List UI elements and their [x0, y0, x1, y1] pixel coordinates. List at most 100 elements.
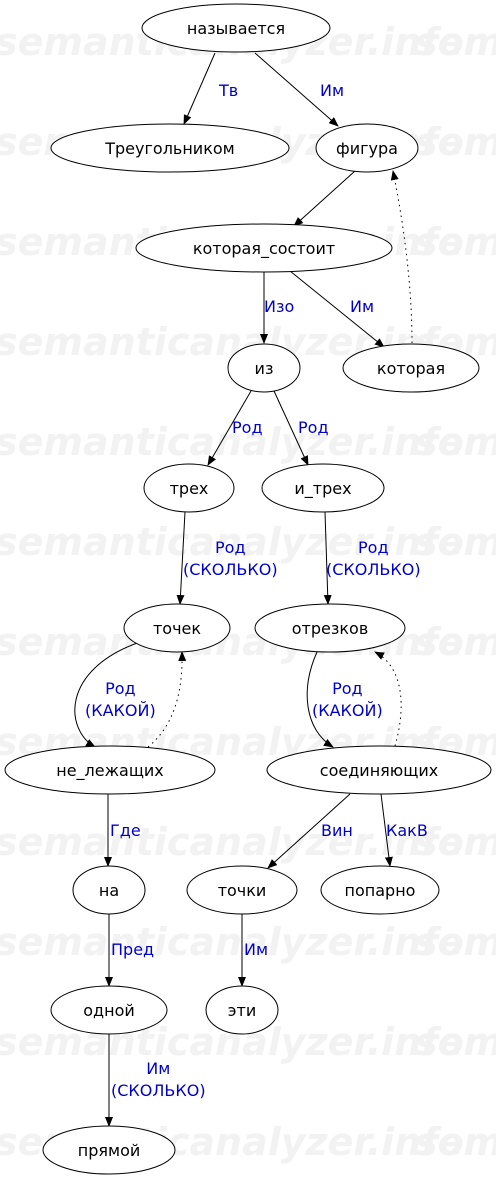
watermark-text: semanticanalyzer.info	[415, 520, 496, 564]
edge-n10-n12: Род(КАКОЙ)	[306, 651, 383, 748]
node-n6: которая	[342, 343, 480, 393]
node-ellipse	[261, 463, 385, 513]
edge-n3-n4	[293, 170, 356, 227]
node-n3: фигура	[315, 123, 419, 173]
dotted-arrow	[147, 651, 187, 748]
solid-arrow	[289, 270, 385, 348]
node-ellipse	[227, 343, 301, 393]
watermark-text: semanticanalyzer.info	[415, 220, 496, 264]
solid-arrow	[74, 641, 141, 748]
node-label: из	[255, 359, 274, 378]
node-ellipse	[342, 343, 480, 393]
edge-n9-n11: Род(КАКОЙ)	[74, 641, 156, 748]
node-label: соединяющих	[320, 761, 438, 780]
node-ellipse	[50, 123, 290, 173]
dotted-arrow	[374, 651, 402, 747]
edge-label: Им	[244, 940, 268, 959]
node-label: точек	[153, 619, 201, 638]
node-n4: которая_состоит	[135, 223, 393, 273]
node-ellipse	[266, 745, 492, 795]
edge-n5-n7: Род	[207, 390, 263, 466]
node-ellipse	[320, 865, 440, 915]
node-n8: и_трех	[261, 463, 385, 513]
solid-arrow	[273, 390, 309, 466]
node-label: называется	[187, 19, 285, 38]
watermark-text: semanticanalyzer.info	[415, 20, 496, 64]
node-label: попарно	[345, 881, 416, 900]
solid-arrow	[176, 511, 186, 605]
edge-n4-n5: Изо	[260, 272, 294, 344]
edge-label: Тв	[218, 81, 238, 100]
edge-n1-n2: Тв	[183, 52, 238, 125]
node-ellipse	[315, 123, 419, 173]
edge-n6-n3	[390, 170, 413, 344]
node-label: не_лежащих	[56, 761, 164, 781]
node-label: Треугольником	[104, 139, 234, 158]
watermark-text: semanticanalyzer.info	[415, 820, 496, 864]
node-label: отрезков	[292, 619, 369, 638]
edge-label: Род(КАКОЙ)	[85, 679, 156, 720]
watermark-text: semanticanalyzer.info	[415, 1020, 496, 1064]
watermark-text: semanticanalyzer.info	[415, 1120, 496, 1164]
watermark-text: semanticanalyzer.info	[0, 420, 464, 464]
watermark-text: semanticanalyzer.info	[0, 920, 464, 964]
node-n18: прямой	[42, 1125, 176, 1175]
edge-n13-n16: Пред	[105, 914, 154, 987]
dotted-arrow	[390, 170, 413, 344]
node-n1: называется	[141, 3, 331, 53]
node-label: эти	[228, 1001, 257, 1020]
edge-n12-n10	[374, 651, 402, 747]
edge-n11-n13: Где	[104, 794, 141, 867]
edge-label: Им	[350, 297, 374, 316]
watermark-text: semanticanalyzer.info	[415, 620, 496, 664]
solid-arrow	[306, 651, 334, 748]
node-label: которая_состоит	[193, 239, 335, 259]
solid-arrow	[207, 390, 252, 466]
node-n5: из	[227, 343, 301, 393]
node-ellipse	[186, 865, 298, 915]
node-ellipse	[135, 223, 393, 273]
solid-arrow	[293, 170, 356, 227]
node-label: фигура	[336, 139, 398, 158]
edge-n4-n6: Им	[289, 270, 385, 348]
solid-arrow	[380, 793, 393, 867]
node-label: прямой	[78, 1141, 141, 1160]
edge-label: Где	[110, 821, 141, 840]
node-n12: соединяющих	[266, 745, 492, 795]
solid-arrow	[267, 793, 351, 869]
edge-label: Род	[232, 418, 263, 437]
edge-label: Изо	[264, 297, 294, 316]
edge-label: Род(КАКОЙ)	[312, 679, 383, 720]
node-n10: отрезков	[254, 603, 406, 653]
edge-label: Род(СКОЛЬКО)	[183, 538, 278, 579]
node-n14: точки	[186, 865, 298, 915]
node-label: которая	[377, 359, 445, 378]
watermark-text: semanticanalyzer.info	[415, 120, 496, 164]
node-ellipse	[141, 3, 331, 53]
edge-label: Род	[298, 418, 329, 437]
edge-n16-n18: Им(СКОЛЬКО)	[105, 1034, 206, 1127]
node-ellipse	[143, 463, 235, 513]
watermark-text: semanticanalyzer.info	[415, 420, 496, 464]
edge-n12-n14: Вин	[267, 793, 353, 869]
node-ellipse	[123, 603, 231, 653]
node-label: на	[99, 881, 119, 900]
node-n11: не_лежащих	[4, 745, 216, 795]
node-ellipse	[50, 985, 168, 1035]
node-ellipse	[254, 603, 406, 653]
node-n13: на	[72, 865, 146, 915]
solid-arrow	[183, 52, 216, 125]
edge-n8-n10: Род(СКОЛЬКО)	[323, 511, 421, 605]
edge-n11-n9	[147, 651, 187, 748]
solid-arrow	[323, 511, 332, 605]
edge-n5-n8: Род	[273, 390, 329, 466]
node-ellipse	[4, 745, 216, 795]
node-ellipse	[205, 985, 279, 1035]
solid-arrow	[254, 52, 339, 127]
edge-n7-n9: Род(СКОЛЬКО)	[176, 511, 278, 605]
node-n16: одной	[50, 985, 168, 1035]
watermark-text: semanticanalyzer.info	[0, 520, 464, 564]
